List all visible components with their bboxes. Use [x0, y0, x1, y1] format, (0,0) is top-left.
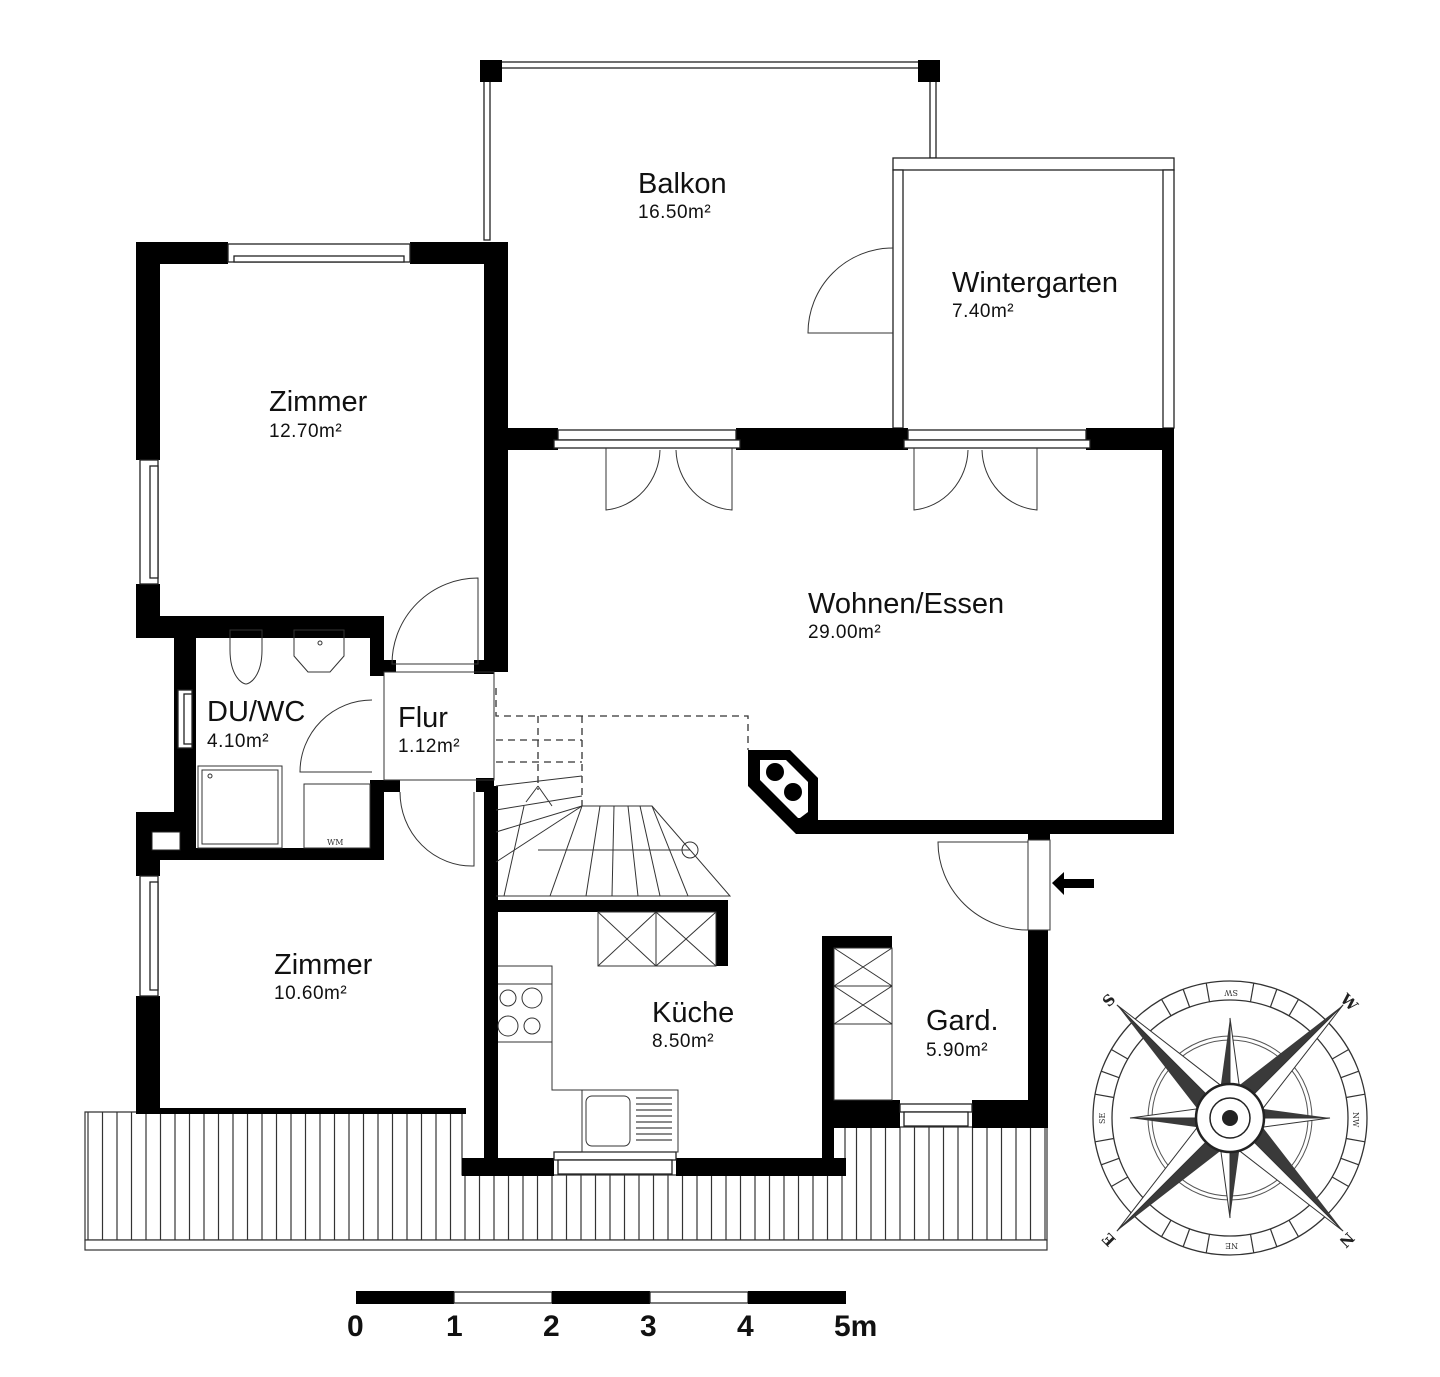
- room-name: Gard.: [926, 1005, 999, 1037]
- stove-icon: [499, 989, 517, 1007]
- room-area: 8.50m²: [652, 1031, 714, 1052]
- room-area: 1.12m²: [398, 736, 460, 757]
- room-name: Wohnen/Essen: [808, 588, 1004, 620]
- scale-tick-4: 4: [737, 1310, 754, 1343]
- compass-label-se: SE: [1098, 1113, 1107, 1124]
- room-name: Zimmer: [274, 949, 373, 981]
- room-zimmer-2: Zimmer 10.60m²: [274, 949, 373, 1004]
- compass-label-sw: SW: [1224, 988, 1238, 997]
- compass-label-n: N: [1335, 1229, 1358, 1252]
- room-name: Flur: [398, 702, 448, 734]
- room-name: Zimmer: [269, 386, 368, 418]
- shower-icon: [197, 765, 283, 849]
- terrace: [84, 1111, 1048, 1251]
- balkon-outline: [480, 60, 940, 241]
- room-wohnen-essen: Wohnen/Essen 29.00m²: [808, 588, 1004, 643]
- compass-rose-icon: S W N E SW NW NE SE: [1092, 980, 1368, 1256]
- walls: [136, 242, 1174, 1176]
- scale-tick-0: 0: [347, 1310, 364, 1343]
- room-name: DU/WC: [207, 696, 305, 728]
- scale-tick-1: 1: [446, 1310, 463, 1343]
- room-area: 5.90m²: [926, 1040, 988, 1061]
- room-name: Balkon: [638, 168, 727, 200]
- room-area: 10.60m²: [274, 983, 347, 1004]
- toilet-icon: [229, 629, 263, 685]
- room-name: Wintergarten: [952, 267, 1118, 299]
- room-zimmer-1: Zimmer 12.70m²: [269, 386, 368, 442]
- room-area: 29.00m²: [808, 622, 881, 643]
- room-area: 12.70m²: [269, 421, 342, 442]
- washing-machine-label: WM: [327, 838, 343, 847]
- room-flur: Flur 1.12m²: [398, 702, 460, 757]
- compass-label-w: W: [1336, 989, 1362, 1015]
- doors: [299, 577, 495, 867]
- washing-machine-icon: [303, 783, 371, 849]
- wintergarten-outline: [807, 157, 1175, 429]
- room-balkon: Balkon 16.50m²: [638, 168, 727, 223]
- compass-label-s: S: [1099, 990, 1119, 1010]
- compass-label-ne: NE: [1225, 1241, 1238, 1250]
- room-area: 4.10m²: [207, 731, 269, 752]
- sink-icon: [293, 629, 345, 673]
- room-du-wc: DU/WC 4.10m²: [207, 696, 305, 752]
- fixtures: WM: [197, 629, 1094, 1153]
- room-garderobe: Gard. 5.90m²: [926, 1005, 999, 1061]
- room-area: 7.40m²: [952, 301, 1014, 322]
- staircase: [495, 688, 749, 897]
- room-area: 16.50m²: [638, 202, 711, 223]
- room-labels: Balkon 16.50m² Wintergarten 7.40m² Zimme…: [207, 168, 1118, 1061]
- scale-tick-5: 5m: [834, 1310, 877, 1343]
- scale-bar: 0 1 2 3 4 5m: [347, 1291, 877, 1343]
- compass-label-e: E: [1098, 1229, 1119, 1250]
- scale-tick-3: 3: [640, 1310, 657, 1343]
- kitchen-sink-icon: [585, 1095, 631, 1147]
- entrance-arrow-icon: [1052, 872, 1094, 895]
- compass-label-nw: NW: [1351, 1112, 1360, 1128]
- scale-tick-2: 2: [543, 1310, 560, 1343]
- room-kueche: Küche 8.50m²: [652, 997, 734, 1052]
- room-name: Küche: [652, 997, 734, 1029]
- room-wintergarten: Wintergarten 7.40m²: [952, 267, 1118, 322]
